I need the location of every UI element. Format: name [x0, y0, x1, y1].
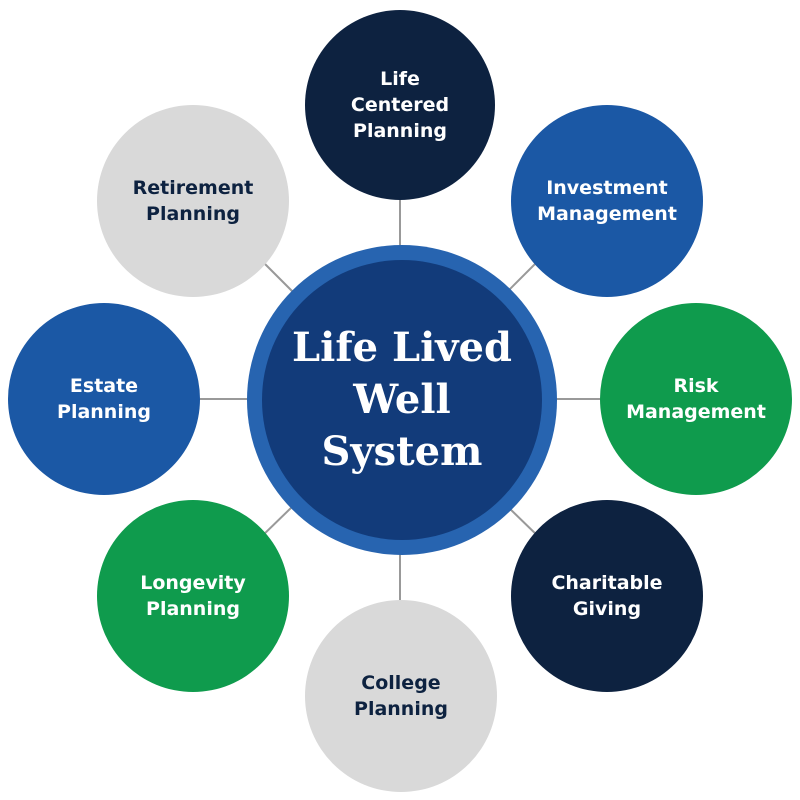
node-label: Retirement Planning [132, 177, 254, 225]
node-investment-management: Investment Management [511, 105, 703, 297]
node-label: Life Centered Planning [350, 68, 450, 142]
node-label: Risk Management [626, 375, 766, 423]
center-hub-title: Life Lived Well System [292, 324, 512, 475]
node-longevity-planning: Longevity Planning [97, 500, 289, 692]
node-risk-management: Risk Management [600, 303, 792, 495]
node-label: Investment Management [537, 177, 677, 225]
node-label: Estate Planning [57, 375, 151, 423]
node-estate-planning: Estate Planning [8, 303, 200, 495]
node-label: Charitable Giving [551, 572, 663, 620]
node-charitable-giving: Charitable Giving [511, 500, 703, 692]
center-hub: Life Lived Well System [262, 260, 542, 540]
node-label: College Planning [354, 672, 448, 720]
node-retirement-planning: Retirement Planning [97, 105, 289, 297]
node-college-planning: College Planning [305, 600, 497, 792]
node-life-centered-planning: Life Centered Planning [305, 10, 495, 200]
node-label: Longevity Planning [140, 572, 246, 620]
